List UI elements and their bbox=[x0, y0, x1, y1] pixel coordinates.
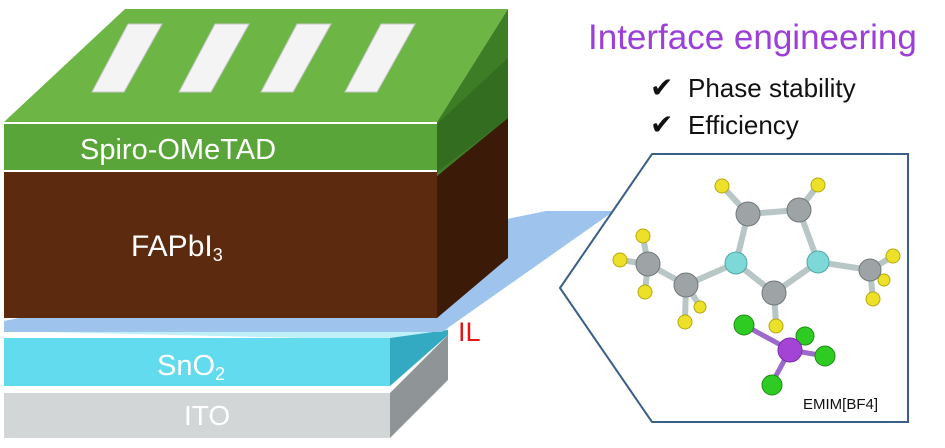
electrode-strips bbox=[91, 23, 416, 93]
checkmark-icon: ✔ bbox=[650, 109, 674, 140]
molecule-inset-frame bbox=[558, 153, 909, 423]
perovskite-formula: FAPbI bbox=[131, 230, 213, 263]
checkmark-icon: ✔ bbox=[650, 72, 674, 103]
benefit-row-phase-stability: ✔ Phase stability bbox=[650, 74, 856, 102]
sno2-subscript: 2 bbox=[215, 364, 226, 384]
emim-bf4-molecule bbox=[612, 177, 901, 396]
benefit-label: Phase stability bbox=[688, 73, 856, 103]
ito-layer-label: ITO bbox=[184, 400, 231, 431]
perovskite-subscript: 3 bbox=[212, 245, 223, 265]
interlayer-label: IL bbox=[458, 317, 481, 347]
spiro-layer-label: Spiro-OMeTAD bbox=[80, 134, 277, 166]
ito-layer bbox=[4, 335, 448, 438]
sno2-layer bbox=[4, 327, 448, 386]
sno2-formula: SnO bbox=[157, 350, 216, 382]
sno2-layer-label: SnO2 bbox=[157, 350, 226, 384]
title: Interface engineering bbox=[588, 18, 917, 57]
molecule-label: EMIM[BF4] bbox=[803, 396, 879, 413]
benefit-label: Efficiency bbox=[688, 110, 799, 140]
perovskite-layer-label: FAPbI3 bbox=[131, 230, 223, 265]
perovskite-layer bbox=[4, 116, 508, 318]
benefit-row-efficiency: ✔ Efficiency bbox=[650, 111, 799, 139]
